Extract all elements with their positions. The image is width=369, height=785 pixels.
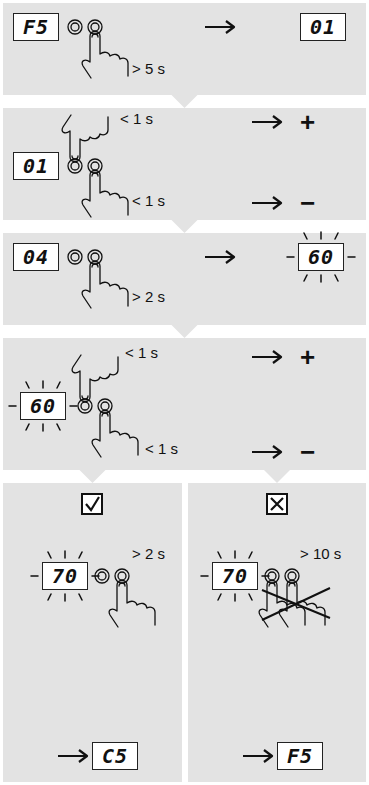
step-connector xyxy=(172,95,198,108)
display-value: 01 xyxy=(310,15,336,39)
display-value: 01 xyxy=(23,154,49,178)
time-label: > 10 s xyxy=(300,545,341,562)
step-panel: > 2 s 04 60 xyxy=(3,233,366,325)
display-value: F5 xyxy=(23,15,49,39)
display-box: C5 xyxy=(92,742,138,770)
display-value: 70 xyxy=(52,564,78,588)
display-value: C5 xyxy=(102,744,128,768)
display-box: F5 xyxy=(13,13,59,41)
step-panel: > 2 s 70C5 xyxy=(3,483,182,782)
sign-symbol: − xyxy=(300,190,315,216)
time-label: > 2 s xyxy=(132,545,165,562)
time-label: < 1 s xyxy=(120,110,153,127)
display-value: 60 xyxy=(30,394,56,418)
step-panel: > 10 s 70F5 xyxy=(188,483,366,782)
display-box: 70 xyxy=(212,562,258,590)
display-box: 70 xyxy=(42,562,88,590)
display-box: 01 xyxy=(13,152,59,180)
time-label: > 2 s xyxy=(132,288,165,305)
step-connector xyxy=(172,220,198,233)
step-connector xyxy=(172,325,198,338)
time-label: < 1 s xyxy=(145,440,178,457)
display-value: 04 xyxy=(23,245,49,269)
step-panel: < 1 s + < 1 s − 01 xyxy=(3,108,366,220)
display-value: 70 xyxy=(222,564,248,588)
time-label: < 1 s xyxy=(132,192,165,209)
step-panel: < 1 s + < 1 s − 60 xyxy=(3,338,366,470)
display-value: 60 xyxy=(308,245,334,269)
display-box: F5 xyxy=(277,742,323,770)
time-label: > 5 s xyxy=(132,60,165,77)
display-value: F5 xyxy=(287,744,313,768)
sign-symbol: + xyxy=(300,344,315,370)
step-connector xyxy=(264,470,290,483)
step-connector xyxy=(80,470,106,483)
sign-symbol: − xyxy=(300,439,315,465)
display-box: 60 xyxy=(20,392,66,420)
display-box: 01 xyxy=(300,13,346,41)
step-panel: > 5 s F5 01 xyxy=(3,3,366,95)
time-label: < 1 s xyxy=(125,344,158,361)
sign-symbol: + xyxy=(300,109,315,135)
display-box: 60 xyxy=(298,243,344,271)
display-box: 04 xyxy=(13,243,59,271)
